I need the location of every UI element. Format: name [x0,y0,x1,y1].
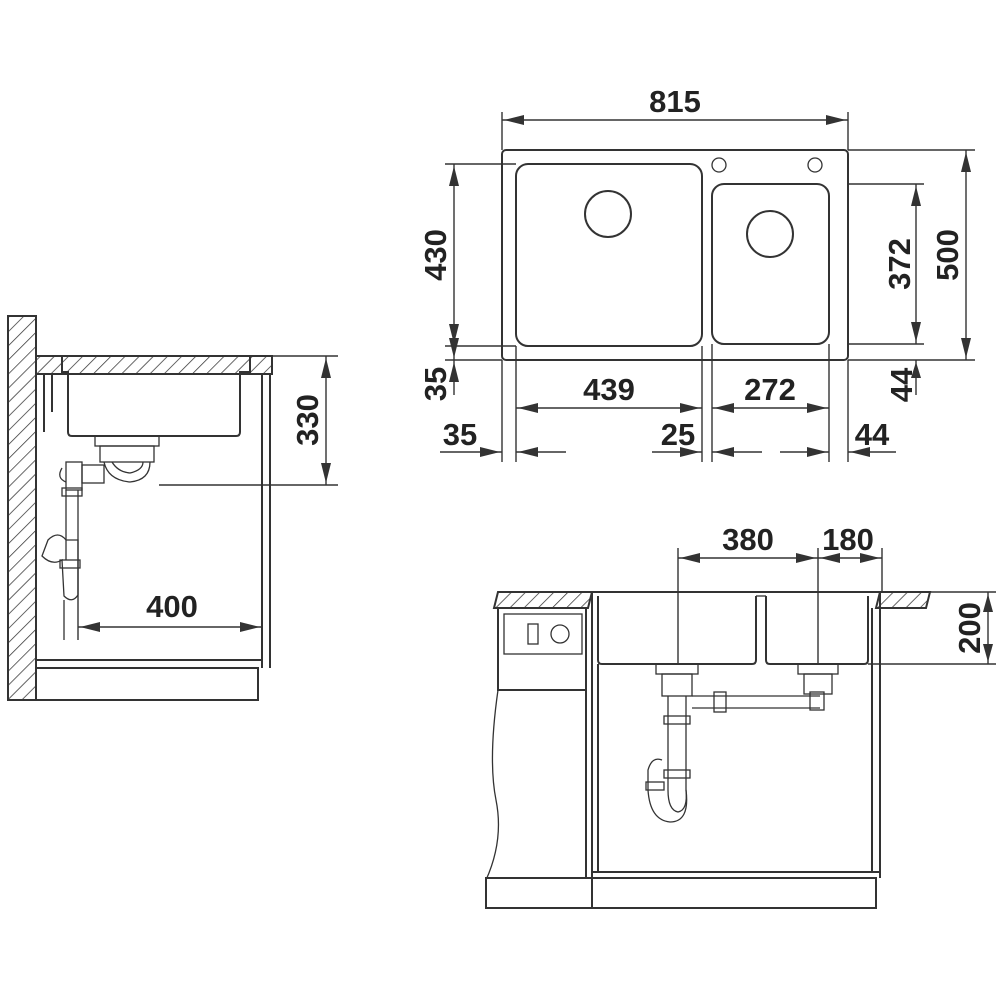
dim-bottom-row: 35 25 44 [440,417,896,457]
tap-hole-2 [807,157,823,173]
dim-label-35-bottom: 35 [443,417,477,452]
small-bowl-top [711,183,830,345]
dim-label-400: 400 [146,589,198,624]
tap-hole-1 [711,157,727,173]
dim-372: 372 [848,183,924,345]
dim-label-44-bottom: 44 [855,417,890,452]
countertop-right [874,591,932,609]
dim-label-500: 500 [930,229,965,281]
dim-label-439: 439 [583,372,635,407]
drain-trap-side [41,435,160,640]
appliance-control-panel [503,613,583,655]
dim-35-front: 35 [418,338,502,401]
dim-label-44-front: 44 [884,367,919,402]
dim-815: 815 [501,84,849,150]
dim-label-815: 815 [649,84,701,119]
dim-44-front: 44 [884,360,921,402]
countertop-side [35,355,273,375]
dim-200: 200 [868,591,996,665]
dim-439: 439 [516,372,702,413]
dim-330: 330 [159,355,338,486]
dim-272: 272 [712,372,829,413]
dim-label-430: 430 [418,229,453,281]
dim-label-372: 372 [882,238,917,290]
dim-label-180: 180 [822,522,874,557]
dim-label-330: 330 [290,394,325,446]
main-drain-top [584,190,632,238]
front-view: 380 180 200 [485,522,996,909]
dim-label-380: 380 [722,522,774,557]
dim-430: 430 [418,163,516,347]
appliance-knob [550,624,570,644]
dim-400: 400 [77,560,262,640]
dim-label-200: 200 [952,602,987,654]
appliance-button-square [527,623,539,645]
countertop-left [492,591,594,609]
small-drain-top [746,210,794,258]
cabinet-side [36,375,263,668]
dim-label-35-front: 35 [418,367,453,401]
plinth-front [485,877,877,909]
wall-section [7,315,37,701]
drain-trap-front [645,663,839,823]
side-view: 330 400 [7,315,338,701]
sink-outline-top [501,149,849,361]
left-cabinet-front [497,608,587,691]
dim-label-272: 272 [744,372,796,407]
small-bowl-front [765,596,869,665]
main-bowl-top [515,163,703,347]
top-view: 815 500 372 44 [418,84,975,462]
main-bowl-front [597,596,757,665]
dim-label-25: 25 [661,417,695,452]
dim-500: 500 [848,149,975,361]
dim-380-180: 380 180 [677,522,883,664]
